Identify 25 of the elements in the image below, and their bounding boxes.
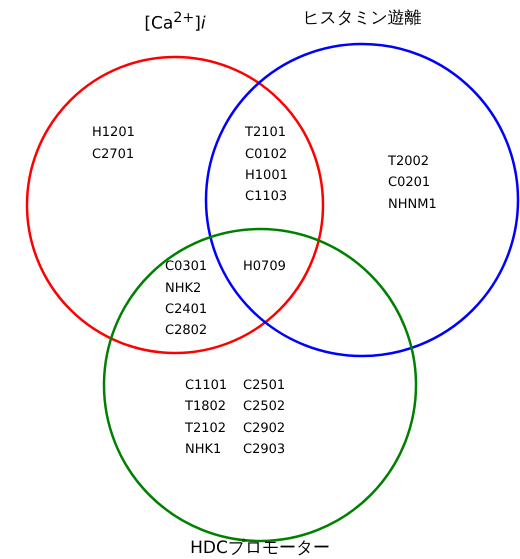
sample-code: T2101	[245, 125, 286, 141]
sample-code: C2401	[165, 302, 208, 318]
sample-code: C2502	[243, 399, 286, 415]
sample-code: C2903	[243, 442, 286, 458]
set-title: HDCプロモーター	[190, 538, 330, 558]
sample-code: C2701	[92, 147, 134, 163]
sample-code: NHNM1	[388, 197, 437, 213]
sample-code: C2501	[243, 378, 286, 394]
sample-code: C2802	[165, 323, 208, 339]
sample-code: C0301	[165, 259, 208, 275]
sample-code: C2902	[243, 421, 286, 437]
sample-code: H0709	[243, 259, 286, 275]
sample-code: H1001	[245, 168, 288, 184]
sample-code: T1802	[185, 399, 226, 415]
sample-code: C0102	[245, 147, 288, 163]
sample-code: T2002	[388, 154, 430, 170]
sample-code: T2102	[185, 421, 226, 437]
set-title: [Ca$^{2+}$]i	[144, 9, 206, 34]
sample-code: NHK1	[185, 442, 222, 458]
sample-code: C1103	[245, 189, 288, 205]
sample-code: NHK2	[165, 281, 202, 297]
set-title: ヒスタミン遊離	[302, 8, 422, 28]
sample-code: H1201	[92, 125, 135, 141]
sample-code: C1101	[185, 378, 228, 394]
sample-code: C0201	[388, 175, 430, 191]
